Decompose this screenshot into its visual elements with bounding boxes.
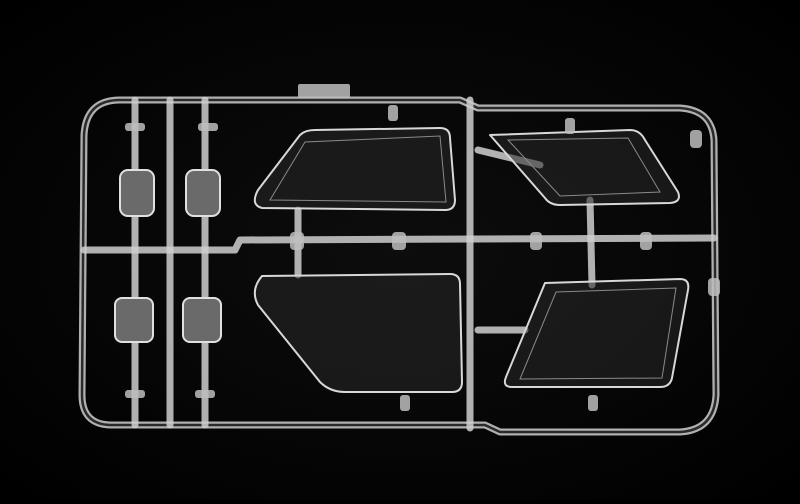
lamp-parts: [114, 169, 222, 343]
window-part-upper-left: [253, 127, 456, 211]
sprue-frame: [78, 84, 720, 436]
lamp-lens-4: [182, 297, 222, 343]
lamp-lens-3: [114, 297, 154, 343]
internal-runners: [80, 96, 718, 432]
sprue-tab: [298, 84, 350, 98]
window-part-lower-left: [253, 273, 463, 393]
lamp-lens-2: [185, 169, 221, 217]
window-part-lower-right: [503, 278, 690, 388]
gates: [125, 105, 720, 411]
window-part-upper-right: [489, 129, 680, 206]
lamp-lens-1: [119, 169, 155, 217]
